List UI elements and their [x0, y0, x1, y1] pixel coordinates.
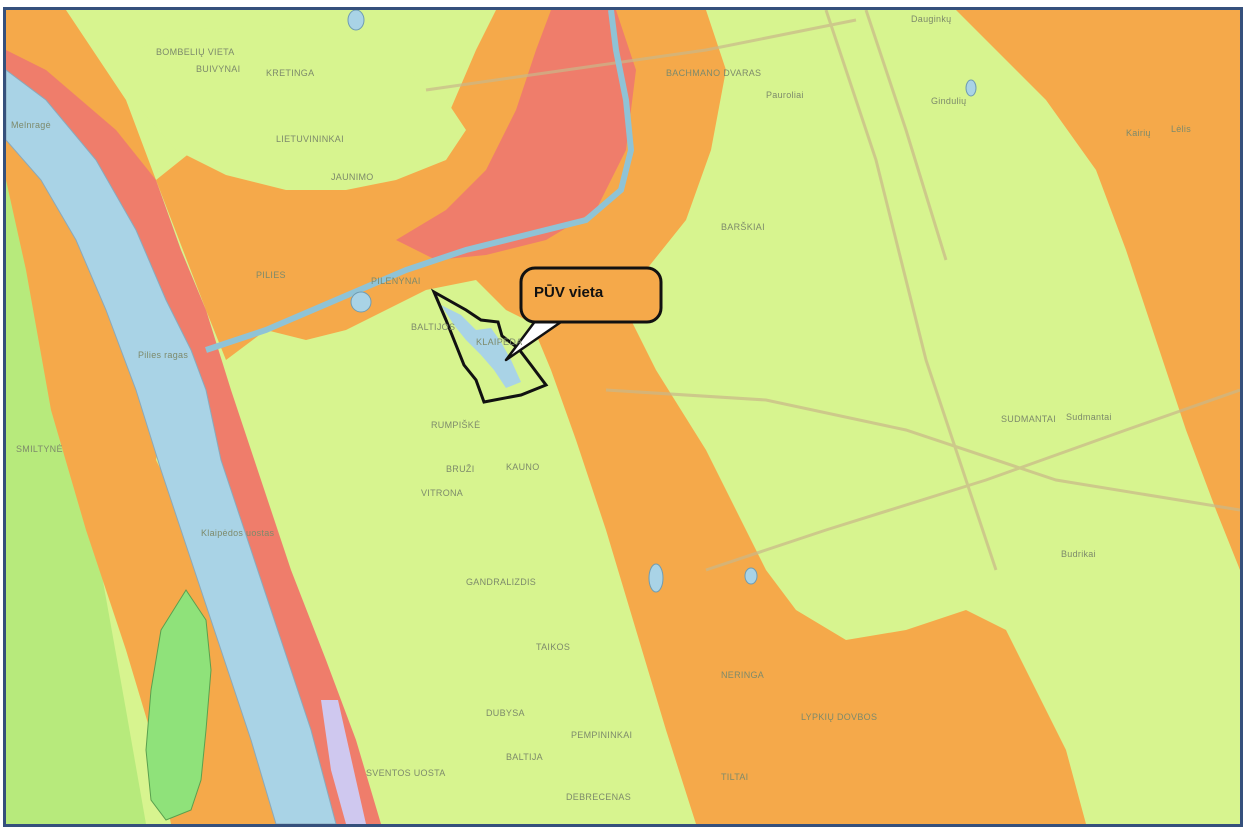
- map-frame: PŪV vieta BOMBELIŲ VIETA BUIVYNAI KRETINGA…: [3, 7, 1243, 827]
- place-label: Klaipėdos uostas: [201, 528, 275, 538]
- place-label: TILTAI: [721, 772, 748, 782]
- zone-high-river: [396, 10, 636, 260]
- place-label: JAUNIMO: [331, 172, 374, 182]
- place-label: LYPKIŲ DOVBOS: [801, 712, 877, 722]
- place-label: BARŠKIAI: [721, 222, 765, 232]
- zone-green-lens: [145, 589, 212, 821]
- callout[interactable]: PŪV vieta: [504, 266, 663, 362]
- zone-light-inner: [136, 25, 466, 190]
- place-label: DEBRECENAS: [566, 792, 631, 802]
- pond-central: [350, 291, 372, 313]
- place-label: VITRONA: [421, 488, 463, 498]
- place-label: KLAIPĖDA: [476, 337, 522, 347]
- pond-east: [965, 79, 977, 97]
- place-label: PEMPININKAI: [571, 730, 632, 740]
- place-label: Kairių: [1126, 128, 1151, 138]
- road-network: [425, 10, 1240, 572]
- place-label: SMILTYNĖ: [16, 444, 63, 454]
- pond-south-1: [648, 563, 664, 593]
- lagoon-water: [6, 69, 337, 824]
- pond-north: [347, 10, 365, 31]
- place-label: NERINGA: [721, 670, 764, 680]
- place-label: KAUNO: [506, 462, 540, 472]
- callout-pointer: [504, 319, 562, 362]
- place-label: Pilies ragas: [138, 350, 188, 360]
- place-label: LIETUVININKAI: [276, 134, 344, 144]
- callout-box: [519, 266, 663, 324]
- place-label: BOMBELIŲ VIETA: [156, 47, 235, 57]
- place-label: Gindulių: [931, 96, 966, 106]
- place-label: BUIVYNAI: [196, 64, 240, 74]
- place-label: KRETINGA: [266, 68, 314, 78]
- place-labels: BOMBELIŲ VIETA BUIVYNAI KRETINGA BACHMANO D…: [11, 14, 1191, 802]
- place-label: PILIES: [256, 270, 286, 280]
- place-label: BALTIJOS: [411, 322, 455, 332]
- place-label: Budrikai: [1061, 549, 1096, 559]
- place-label: Melnragė: [11, 120, 51, 130]
- place-label: Dauginkų: [911, 14, 951, 24]
- place-label: SUDMANTAI: [1001, 414, 1056, 424]
- callout-label: PŪV vieta: [534, 284, 604, 301]
- place-label: Pauroliai: [766, 90, 804, 100]
- river: [205, 10, 635, 353]
- site-boundary[interactable]: [430, 288, 549, 404]
- map-canvas[interactable]: PŪV vieta BOMBELIŲ VIETA BUIVYNAI KRETINGA…: [6, 10, 1240, 824]
- site-lake: [441, 305, 521, 388]
- place-label: TAIKOS: [536, 642, 570, 652]
- place-label: Lėlis: [1171, 124, 1191, 134]
- pond-south-2: [744, 567, 758, 585]
- place-label: SVENTOS UOSTA: [366, 768, 446, 778]
- place-label: RUMPIŠKĖ: [431, 420, 480, 430]
- zone-medium-east: [956, 10, 1240, 570]
- place-label: Sudmantai: [1066, 412, 1112, 422]
- place-label: BACHMANO DVARAS: [666, 68, 761, 78]
- zone-medium-central: [526, 300, 1086, 824]
- port-area: [321, 700, 366, 824]
- zone-high-coast: [6, 50, 381, 824]
- place-label: BALTIJA: [506, 752, 543, 762]
- place-label: GANDRALIZDIS: [466, 577, 536, 587]
- place-label: DUBYSA: [486, 708, 525, 718]
- place-label: BRUŽI: [446, 464, 475, 474]
- place-label: PILENYNAI: [371, 276, 421, 286]
